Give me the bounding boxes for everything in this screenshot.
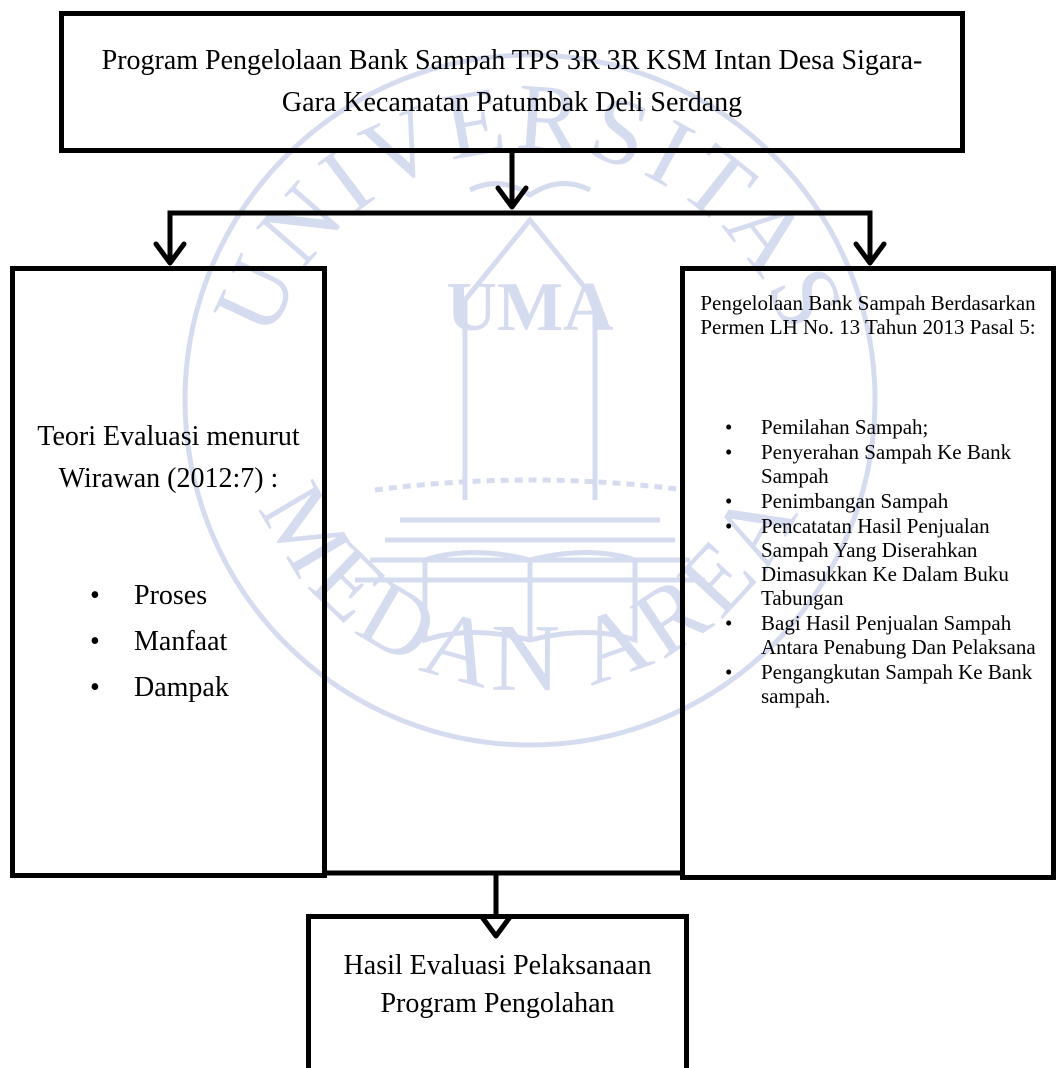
evaluation-theory-heading: Teori Evaluasi menurut Wirawan (2012:7) … xyxy=(37,421,300,494)
regulation-list: Pemilahan Sampah; Penyerahan Sampah Ke B… xyxy=(725,415,1039,709)
evaluation-theory-box: Teori Evaluasi menurut Wirawan (2012:7) … xyxy=(10,266,327,878)
list-item: Bagi Hasil Penjualan Sampah Antara Penab… xyxy=(725,611,1039,659)
arrowhead-right xyxy=(853,241,887,266)
list-item: Pemilahan Sampah; xyxy=(725,415,1039,439)
program-title-text: Program Pengelolaan Bank Sampah TPS 3R 3… xyxy=(101,45,923,118)
list-item: Pengangkutan Sampah Ke Bank sampah. xyxy=(725,660,1039,708)
list-item: Penyerahan Sampah Ke Bank Sampah xyxy=(725,440,1039,488)
evaluation-result-text: Hasil Evaluasi Pelaksanaan Program Pengo… xyxy=(343,950,652,1019)
program-title-box: Program Pengelolaan Bank Sampah TPS 3R 3… xyxy=(59,11,965,153)
regulation-heading: Pengelolaan Bank Sampah Berdasarkan Perm… xyxy=(700,291,1036,339)
arrowhead-left xyxy=(153,241,187,266)
list-item: Pencatatan Hasil Penjualan Sampah Yang D… xyxy=(725,514,1039,610)
evaluation-theory-list: Proses Manfaat Dampak xyxy=(90,573,229,711)
regulation-box: Pengelolaan Bank Sampah Berdasarkan Perm… xyxy=(680,266,1056,880)
arrowhead-top xyxy=(495,185,529,210)
list-item: Manfaat xyxy=(90,619,229,665)
list-item: Penimbangan Sampah xyxy=(725,489,1039,513)
list-item: Dampak xyxy=(90,665,229,711)
arrowhead-bottom xyxy=(479,914,513,939)
list-item: Proses xyxy=(90,573,229,619)
evaluation-result-box: Hasil Evaluasi Pelaksanaan Program Pengo… xyxy=(306,914,689,1068)
